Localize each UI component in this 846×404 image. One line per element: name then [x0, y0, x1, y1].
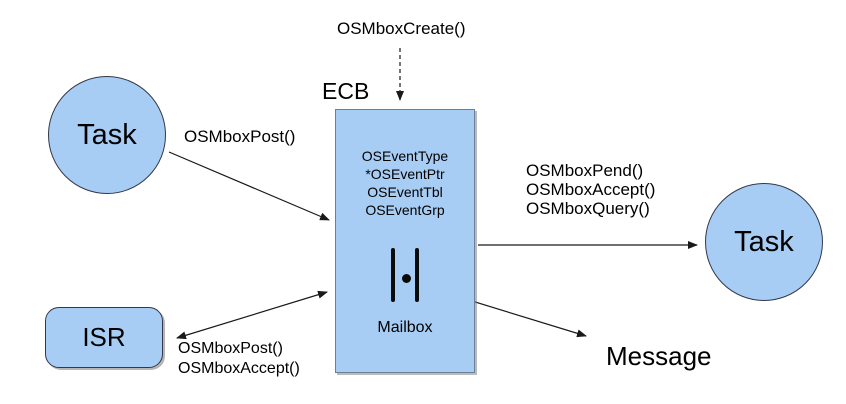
mailbox-left-bar-icon — [391, 248, 395, 302]
ecb-field-list: OSEventType *OSEventPtr OSEventTbl OSEve… — [335, 147, 475, 219]
node-task-right: Task — [705, 183, 823, 301]
ecb-field: OSEventTbl — [367, 184, 443, 200]
isr-osmboxaccept-label: OSMboxAccept() — [178, 360, 300, 377]
pend-accept-query-labels: OSMboxPend() OSMboxAccept() OSMboxQuery(… — [526, 161, 655, 218]
osmboxpost-label: OSMboxPost() — [184, 127, 296, 146]
osmboxquery-label: OSMboxQuery() — [526, 199, 650, 218]
message-label: Message — [606, 341, 712, 371]
task-post-arrow — [168, 151, 330, 221]
mailbox-right-bar-icon — [415, 248, 419, 302]
mailbox-label: Mailbox — [377, 319, 433, 336]
isr-bidirectional-arrow — [176, 290, 328, 340]
node-isr: ISR — [45, 307, 163, 368]
ecb-field: OSEventGrp — [365, 202, 445, 218]
ecb-field: OSEventType — [361, 148, 449, 164]
ecb-title: ECB — [322, 78, 370, 104]
osmboxcreate-label: OSMboxCreate() — [337, 19, 466, 38]
isr-label: ISR — [82, 322, 126, 352]
node-task-left: Task — [48, 76, 166, 194]
osmboxpend-label: OSMboxPend() — [526, 161, 644, 180]
isr-osmboxpost-label: OSMboxPost() — [178, 340, 283, 357]
osmboxaccept-label: OSMboxAccept() — [526, 180, 656, 199]
task-right-label: Task — [734, 225, 794, 258]
mailbox-message-dot-icon — [402, 274, 411, 283]
node-ecb — [335, 109, 475, 373]
task-left-label: Task — [77, 118, 137, 151]
ecb-field: *OSEventPtr — [365, 166, 445, 182]
isr-post-accept-labels: OSMboxPost() OSMboxAccept() — [178, 339, 300, 379]
